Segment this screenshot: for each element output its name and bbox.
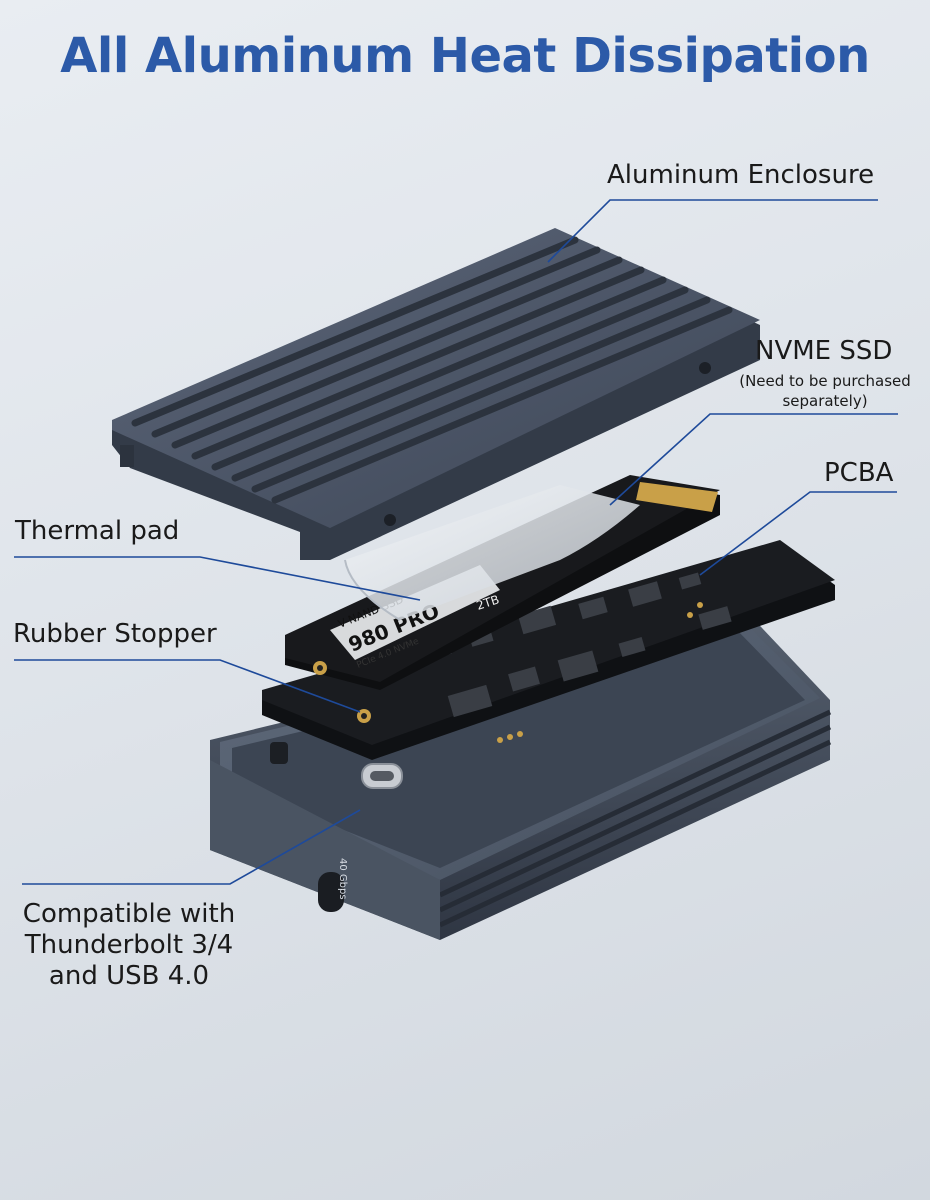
port-speed-label: 40 Gbps xyxy=(337,858,348,900)
label-pcba: PCBA xyxy=(824,458,894,488)
ssd-capacity-text: 2TB xyxy=(475,592,501,612)
label-compatible-1: Compatible with xyxy=(22,899,236,929)
label-nvme-note-2: separately) xyxy=(782,392,868,410)
label-nvme-note-1: (Need to be purchased xyxy=(739,372,911,390)
label-rubber-stopper: Rubber Stopper xyxy=(13,619,217,649)
pcba-board xyxy=(262,540,835,789)
label-compatible-3: and USB 4.0 xyxy=(48,961,210,991)
aluminum-lid xyxy=(112,228,760,560)
bottom-enclosure: 40 Gbps xyxy=(210,610,832,940)
thermal-pad xyxy=(344,485,640,621)
label-thermal-pad: Thermal pad xyxy=(15,516,180,546)
label-nvme-ssd: NVME SSD xyxy=(755,336,893,366)
label-compatible-2: Thunderbolt 3/4 xyxy=(24,930,234,960)
page-title: All Aluminum Heat Dissipation xyxy=(60,28,870,84)
usb-c-port-front xyxy=(318,872,344,912)
leader-lines xyxy=(14,199,898,885)
label-aluminum-enclosure: Aluminum Enclosure xyxy=(607,160,875,190)
